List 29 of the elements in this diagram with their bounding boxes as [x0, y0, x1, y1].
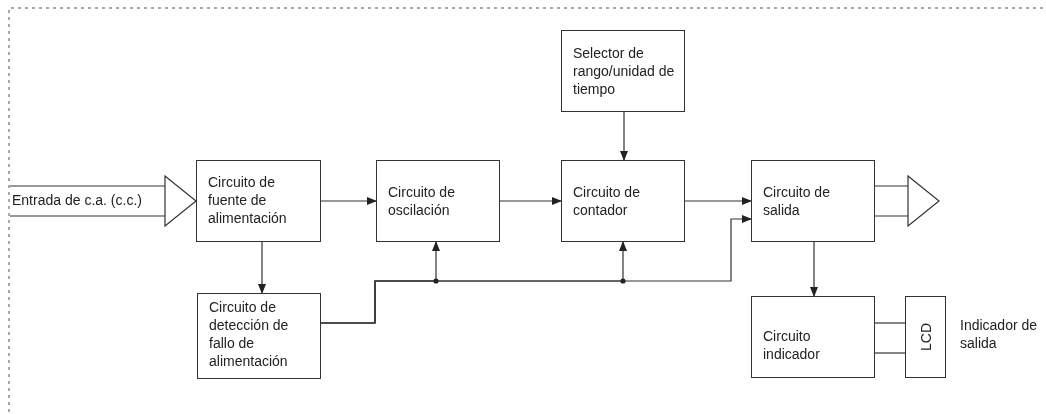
arrow — [684, 197, 752, 205]
process-box — [197, 293, 321, 379]
arrow — [810, 241, 818, 297]
box-label: Selector de rango/unidad de tiempo — [573, 44, 676, 98]
edge-label: Entrada de c.a. (c.c.) — [12, 191, 142, 209]
box-label: Circuito indicador — [763, 327, 821, 363]
arrow — [320, 197, 377, 205]
box-label: Circuito de fuente de alimentación — [208, 173, 288, 227]
side-caption: Indicador de salida — [960, 316, 1039, 352]
process-box — [196, 160, 321, 242]
arrow — [258, 241, 266, 294]
arrow — [499, 197, 562, 205]
box-label: Circuito de detección de fallo de alimentación — [209, 298, 290, 370]
hollow-arrow — [9, 175, 197, 227]
process-box — [561, 160, 685, 242]
box-label: Circuito de salida — [763, 183, 831, 219]
box-label: Circuito de oscilación — [388, 183, 456, 219]
hollow-arrow — [874, 175, 940, 227]
process-box — [751, 160, 875, 242]
process-box — [376, 160, 500, 242]
connector-line — [874, 352, 906, 354]
arrow — [320, 215, 752, 324]
display-label: LCD — [917, 323, 934, 351]
box-label: Circuito de contador — [573, 183, 641, 219]
process-box — [751, 296, 875, 378]
connector-line — [874, 322, 906, 324]
arrow — [620, 111, 628, 161]
display-box — [905, 296, 946, 378]
selector-box — [561, 30, 685, 112]
